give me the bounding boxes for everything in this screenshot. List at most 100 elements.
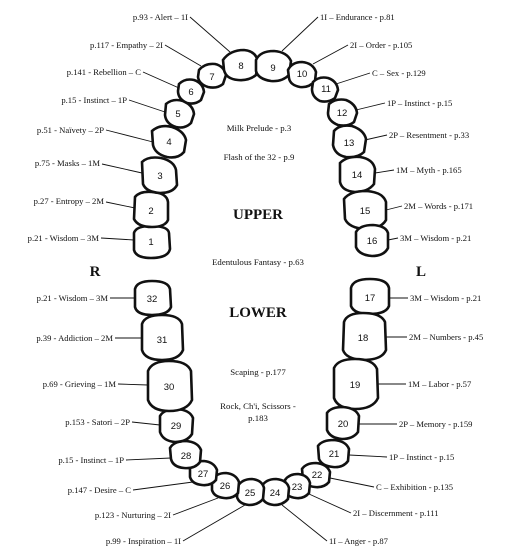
tooth-17: 17: [349, 277, 391, 316]
tooth-number: 30: [164, 382, 175, 393]
label-tooth-12: 1P – Instinct - p.15: [387, 98, 452, 108]
tooth-number: 12: [337, 108, 348, 119]
label-tooth-14: 1M – Myth - p.165: [396, 165, 462, 175]
tooth-13: 13: [331, 124, 368, 159]
tooth-number: 2: [148, 206, 153, 217]
label-tooth-10: 2I – Order - p.105: [350, 40, 412, 50]
tooth-number: 13: [344, 138, 355, 149]
tooth-9: 9: [254, 49, 293, 83]
label-tooth-29: p.153 - Satori – 2P: [65, 417, 130, 427]
tooth-3: 3: [140, 156, 179, 195]
tooth-number: 32: [147, 294, 158, 305]
tooth-number: 18: [358, 333, 369, 344]
tooth-6: 6: [176, 78, 206, 105]
tooth-number: 27: [198, 469, 209, 480]
tooth-number: 19: [350, 380, 361, 391]
tooth-number: 28: [181, 451, 192, 462]
label-tooth-3: p.75 - Masks – 1M: [35, 158, 101, 168]
side-marker-right: R: [90, 264, 101, 280]
label-tooth-21: 1P – Instinct - p.15: [389, 452, 454, 462]
tooth-2: 2: [132, 190, 170, 229]
tooth-32: 32: [133, 279, 173, 317]
label-tooth-25: p.99 - Inspiration – 1I: [106, 536, 181, 546]
label-tooth-16: 3M – Wisdom - p.21: [400, 233, 471, 243]
tooth-number: 11: [321, 84, 331, 95]
label-tooth-11: C – Sex - p.129: [372, 68, 426, 78]
tooth-19: 19: [332, 357, 380, 411]
tooth-1: 1: [132, 224, 172, 260]
tooth-25: 25: [235, 477, 266, 507]
label-tooth-8: p.93 - Alert – 1I: [133, 12, 188, 22]
leader-lines: [100, 16, 408, 542]
center-texts: Milk Prelude - p.3 Flash of the 32 - p.9…: [212, 123, 304, 423]
side-marker-left: L: [416, 264, 426, 280]
center-text-milk-prelude: Milk Prelude - p.3: [227, 123, 292, 133]
tooth-7: 7: [196, 62, 228, 89]
tooth-number: 15: [360, 206, 371, 217]
lower-arch: 17 18 19 20 21 22 23 24: [133, 277, 391, 507]
center-text-rock-chi-scissors-page: p.183: [248, 413, 268, 423]
label-tooth-28: p.15 - Instinct – 1P: [58, 455, 124, 465]
label-tooth-23: 2I – Discernment - p.111: [353, 508, 439, 518]
tooth-8: 8: [221, 48, 260, 82]
center-text-scaping: Scaping - p.177: [230, 367, 286, 377]
tooth-11: 11: [310, 76, 340, 103]
label-tooth-26: p.123 - Nurturing – 2I: [95, 510, 171, 520]
tooth-number: 21: [329, 449, 340, 460]
label-tooth-31: p.39 - Addiction – 2M: [36, 333, 113, 343]
tooth-4: 4: [150, 124, 188, 159]
label-tooth-24: 1I – Anger - p.87: [329, 536, 389, 546]
tooth-number: 8: [238, 61, 243, 72]
label-tooth-20: 2P – Memory - p.159: [399, 419, 472, 429]
label-tooth-18: 2M – Numbers - p.45: [409, 332, 483, 342]
tooth-14: 14: [338, 155, 377, 194]
tooth-number: 24: [270, 488, 281, 499]
label-tooth-6: p.141 - Rebellion – C: [67, 67, 142, 77]
label-tooth-2: p.27 - Entropy – 2M: [34, 196, 105, 206]
tooth-number: 25: [245, 488, 256, 499]
label-tooth-1: p.21 - Wisdom – 3M: [28, 233, 100, 243]
tooth-number: 29: [171, 421, 182, 432]
tooth-number: 9: [270, 63, 275, 74]
tooth-number: 1: [148, 237, 153, 248]
tooth-21: 21: [316, 438, 351, 469]
label-tooth-32: p.21 - Wisdom – 3M: [37, 293, 109, 303]
label-tooth-22: C – Exhibition - p.135: [376, 482, 453, 492]
tooth-number: 23: [292, 482, 303, 493]
tooth-26: 26: [210, 471, 241, 500]
tooth-15: 15: [342, 189, 388, 231]
labels-right-side: p.21 - Wisdom – 3M p.27 - Entropy – 2M p…: [28, 12, 188, 546]
tooth-23: 23: [283, 472, 312, 500]
tooth-number: 4: [166, 137, 171, 148]
center-text-flash-of-the-32: Flash of the 32 - p.9: [224, 152, 295, 162]
tooth-number: 10: [297, 69, 308, 80]
label-tooth-13: 2P – Resentment - p.33: [389, 130, 469, 140]
label-tooth-30: p.69 - Grieving – 1M: [43, 379, 117, 389]
tooth-29: 29: [158, 407, 195, 444]
tooth-18: 18: [341, 311, 388, 362]
labels-left-side: 1I – Endurance - p.81 2I – Order - p.105…: [320, 12, 483, 546]
tooth-24: 24: [260, 477, 291, 507]
label-tooth-27: p.147 - Desire – C: [68, 485, 132, 495]
label-tooth-5: p.15 - Instinct – 1P: [61, 95, 127, 105]
tooth-number: 31: [157, 335, 168, 346]
label-tooth-15: 2M – Words - p.171: [404, 201, 473, 211]
tooth-16: 16: [354, 223, 390, 258]
tooth-number: 20: [338, 419, 349, 430]
label-tooth-4: p.51 - Naïvety – 2P: [37, 125, 104, 135]
tooth-30: 30: [146, 359, 194, 413]
tooth-number: 22: [312, 470, 323, 481]
tooth-number: 6: [188, 87, 193, 98]
label-tooth-17: 3M – Wisdom - p.21: [410, 293, 481, 303]
tooth-number: 5: [175, 109, 180, 120]
center-text-edentulous-fantasy: Edentulous Fantasy - p.63: [212, 257, 304, 267]
center-text-rock-chi-scissors: Rock, Ch'i, Scissors -: [220, 401, 296, 411]
tooth-number: 16: [367, 236, 378, 247]
tooth-number: 7: [209, 72, 214, 83]
tooth-31: 31: [140, 313, 185, 362]
tooth-number: 26: [220, 481, 231, 492]
tooth-number: 14: [352, 170, 363, 181]
tooth-28: 28: [168, 439, 203, 470]
upper-label: UPPER: [233, 207, 283, 223]
